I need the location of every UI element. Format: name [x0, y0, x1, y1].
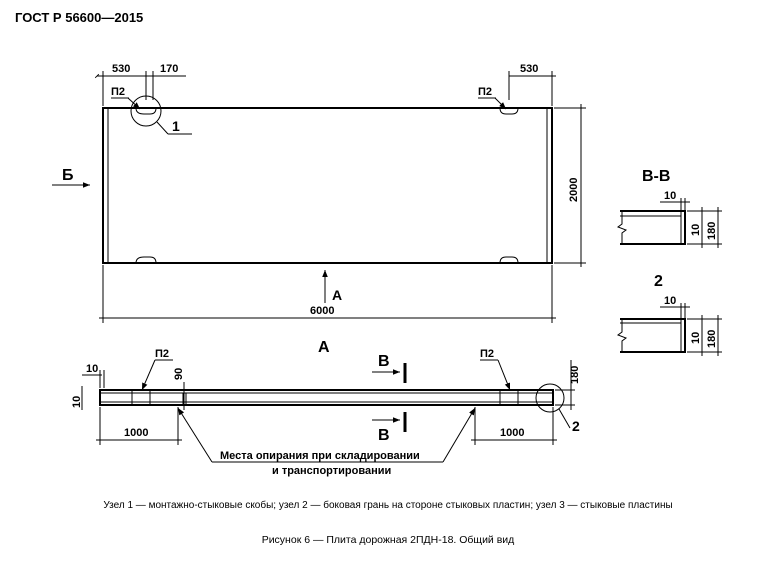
- view-arrow-a-label: А: [332, 287, 342, 303]
- standard-header: ГОСТ Р 56600—2015: [15, 10, 144, 25]
- bracket-recess: [135, 256, 157, 264]
- support-right-dim: 1000: [500, 427, 524, 439]
- support-callout-line2: и транспортировании: [272, 465, 391, 477]
- plate-leader: [141, 359, 156, 391]
- section-plate-right: [499, 389, 519, 406]
- section-plate-label-left: П2: [155, 348, 169, 360]
- support-leader-right: [442, 407, 476, 463]
- support-left-dim: 1000: [124, 427, 148, 439]
- dim-10-top: 10: [86, 363, 98, 375]
- view-arrow-b-label: Б: [62, 167, 74, 184]
- section-title: А: [318, 339, 330, 356]
- section-mark-bottom-label: В: [378, 427, 390, 444]
- legend-note: Узел 1 — монтажно-стыковые скобы; узел 2…: [103, 500, 673, 511]
- dim-90: 90: [173, 368, 185, 380]
- node-1-label: 1: [172, 118, 180, 134]
- detail-vv-dim-10a: 10: [664, 190, 676, 202]
- detail-2-title: 2: [654, 273, 663, 290]
- detail-vv: В-В 10 10 180: [616, 168, 722, 248]
- node-1-circle: [130, 95, 162, 127]
- dim-180: 180: [569, 366, 581, 384]
- detail-2-dim-180: 180: [706, 330, 718, 348]
- detail-vv-dim-10b: 10: [690, 224, 702, 236]
- bracket-recess: [499, 256, 519, 264]
- bracket-recess: [135, 107, 157, 115]
- section-plate-label-right: П2: [480, 348, 494, 360]
- node-1-leader: [156, 121, 169, 135]
- break-line: [616, 319, 628, 352]
- plate-label-left: П2: [111, 86, 125, 98]
- detail-2-slab: [620, 318, 686, 353]
- figure-caption: Рисунок 6 — Плита дорожная 2ПДН-18. Общи…: [261, 534, 515, 546]
- detail-2-dim-10a: 10: [664, 295, 676, 307]
- detail-2: 2 10 10 180: [616, 273, 722, 356]
- break-line: [616, 211, 628, 244]
- plate-leader-right: [494, 97, 507, 110]
- dim-530-left: 530: [112, 63, 130, 75]
- detail-vv-slab: [620, 210, 686, 245]
- dim-530-right: 530: [520, 63, 538, 75]
- bracket-recess: [499, 107, 519, 115]
- plate-leader-left: [127, 97, 141, 110]
- slab-outline: [102, 107, 553, 264]
- node-2-circle: [535, 383, 565, 413]
- detail-2-dim-10b: 10: [690, 332, 702, 344]
- section-view: А 10 10 П2 П2 90 В В: [71, 339, 581, 477]
- dim-10-side: 10: [71, 396, 83, 408]
- detail-vv-dim-180: 180: [706, 222, 718, 240]
- node-2-leader: [558, 408, 571, 429]
- support-callout-line1: Места опирания при складировании: [220, 450, 420, 462]
- dim-6000: 6000: [310, 305, 334, 317]
- support-leader-left: [177, 407, 213, 463]
- plate-label-right: П2: [478, 86, 492, 98]
- section-mark-top-label: В: [378, 353, 390, 370]
- section-plate-left: [131, 389, 151, 406]
- detail-vv-title: В-В: [642, 168, 670, 185]
- plan-view: 1 530 170 П2 530 П2 2000 Б А 6000: [52, 63, 586, 323]
- plate-leader: [497, 359, 511, 391]
- dim-170: 170: [160, 63, 178, 75]
- node-2-label: 2: [572, 418, 580, 434]
- section-slab: [99, 389, 554, 406]
- dim-2000: 2000: [568, 178, 580, 202]
